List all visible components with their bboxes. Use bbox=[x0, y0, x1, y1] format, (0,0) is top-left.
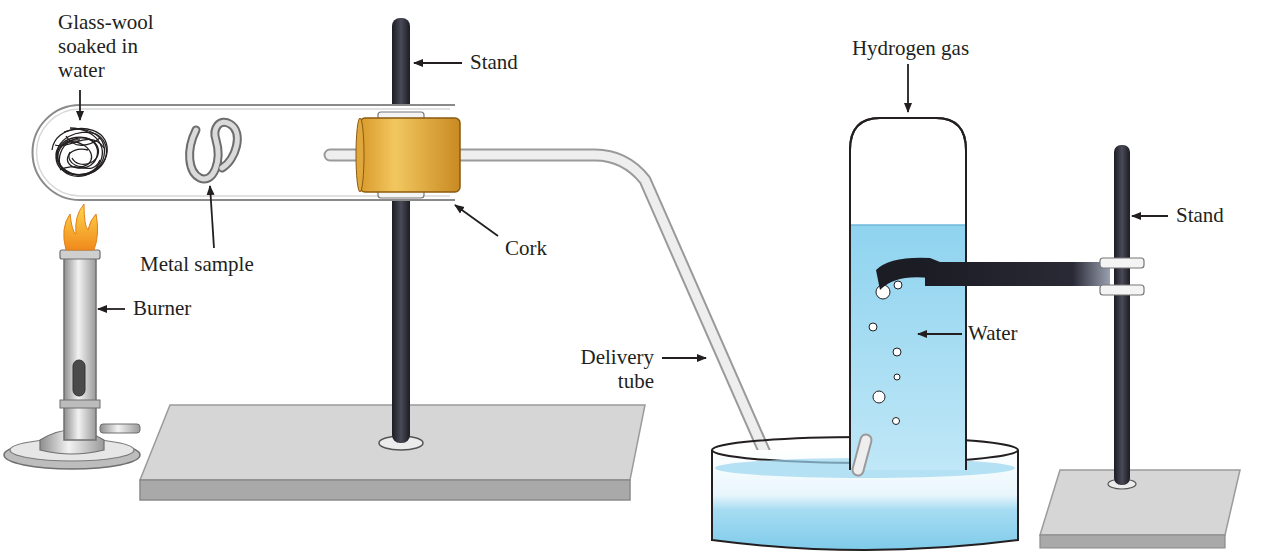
part-label: Metal sample bbox=[140, 252, 254, 276]
part-label: Burner bbox=[133, 296, 191, 320]
part-label: Glass-wool soaked in water bbox=[58, 10, 162, 82]
part-label: Water bbox=[968, 321, 1018, 345]
part-label: Cork bbox=[505, 236, 547, 260]
leader-arrows bbox=[80, 63, 1168, 358]
part-label: Stand bbox=[470, 50, 518, 74]
part-label: Stand bbox=[1176, 203, 1224, 227]
part-label: Delivery tube bbox=[562, 345, 654, 393]
part-label: Hydrogen gas bbox=[848, 36, 973, 60]
